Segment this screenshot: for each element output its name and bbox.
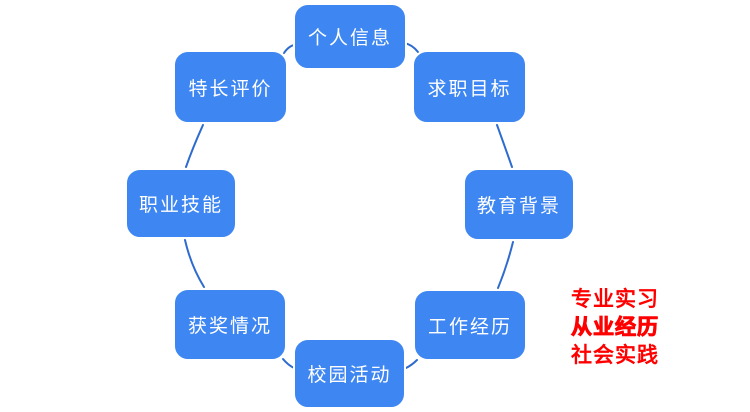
node-professional-skills[interactable]: 职业技能 <box>125 168 237 239</box>
annotation-line-internship: 专业实习 <box>571 288 659 311</box>
node-job-objective[interactable]: 求职目标 <box>412 50 527 124</box>
annotation-line-social: 社会实践 <box>571 344 659 367</box>
connector-objective-education <box>496 124 513 168</box>
node-strengths-evaluation[interactable]: 特长评价 <box>173 50 288 124</box>
node-work-experience[interactable]: 工作经历 <box>413 289 527 361</box>
connector-education-work <box>497 241 514 289</box>
annotation-line-employment: 从业经历 <box>571 316 659 340</box>
connector-skills-awards <box>184 239 205 288</box>
node-awards[interactable]: 获奖情况 <box>173 288 287 361</box>
node-campus-activities[interactable]: 校园活动 <box>293 338 406 409</box>
node-personal-info[interactable]: 个人信息 <box>293 3 407 70</box>
work-experience-annotation: 专业实习 从业经历 社会实践 <box>571 286 659 370</box>
node-education-background[interactable]: 教育背景 <box>463 168 575 241</box>
connector-work-campus <box>405 359 418 369</box>
connector-strengths-skills <box>185 124 204 168</box>
